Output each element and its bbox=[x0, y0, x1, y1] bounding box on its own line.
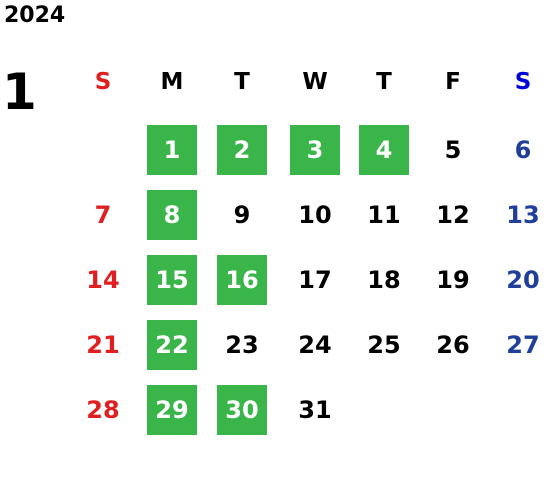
weekday-header: T bbox=[376, 69, 392, 95]
highlighted-day-cell: 3 bbox=[290, 125, 340, 175]
day-cell: 27 bbox=[506, 331, 540, 359]
weekday-header: S bbox=[514, 69, 532, 95]
day-cell: 18 bbox=[367, 266, 401, 294]
weekday-header: F bbox=[445, 69, 461, 95]
day-cell: 24 bbox=[298, 331, 332, 359]
day-cell: 12 bbox=[436, 201, 470, 229]
day-cell: 31 bbox=[298, 396, 332, 424]
year-label: 2024 bbox=[4, 3, 66, 28]
month-number: 1 bbox=[2, 63, 37, 121]
day-cell: 26 bbox=[436, 331, 470, 359]
highlighted-day-cell: 30 bbox=[217, 385, 267, 435]
weekday-header: S bbox=[94, 69, 112, 95]
highlighted-day-cell: 2 bbox=[217, 125, 267, 175]
day-cell: 14 bbox=[86, 266, 120, 294]
highlighted-day-cell: 1 bbox=[147, 125, 197, 175]
day-cell: 5 bbox=[444, 136, 462, 164]
day-cell: 20 bbox=[506, 266, 540, 294]
day-cell: 21 bbox=[86, 331, 120, 359]
weekday-header: W bbox=[302, 69, 328, 95]
highlighted-day-cell: 29 bbox=[147, 385, 197, 435]
day-cell: 7 bbox=[94, 201, 112, 229]
day-cell: 17 bbox=[298, 266, 332, 294]
highlighted-day-cell: 22 bbox=[147, 320, 197, 370]
highlighted-day-cell: 15 bbox=[147, 255, 197, 305]
day-cell: 19 bbox=[436, 266, 470, 294]
day-cell: 11 bbox=[367, 201, 401, 229]
weekday-header: M bbox=[160, 69, 184, 95]
highlighted-day-cell: 4 bbox=[359, 125, 409, 175]
day-cell: 25 bbox=[367, 331, 401, 359]
day-cell: 6 bbox=[514, 136, 532, 164]
day-cell: 13 bbox=[506, 201, 540, 229]
highlighted-day-cell: 8 bbox=[147, 190, 197, 240]
day-cell: 23 bbox=[225, 331, 259, 359]
day-cell: 9 bbox=[233, 201, 251, 229]
day-cell: 10 bbox=[298, 201, 332, 229]
day-cell: 28 bbox=[86, 396, 120, 424]
highlighted-day-cell: 16 bbox=[217, 255, 267, 305]
weekday-header: T bbox=[234, 69, 250, 95]
